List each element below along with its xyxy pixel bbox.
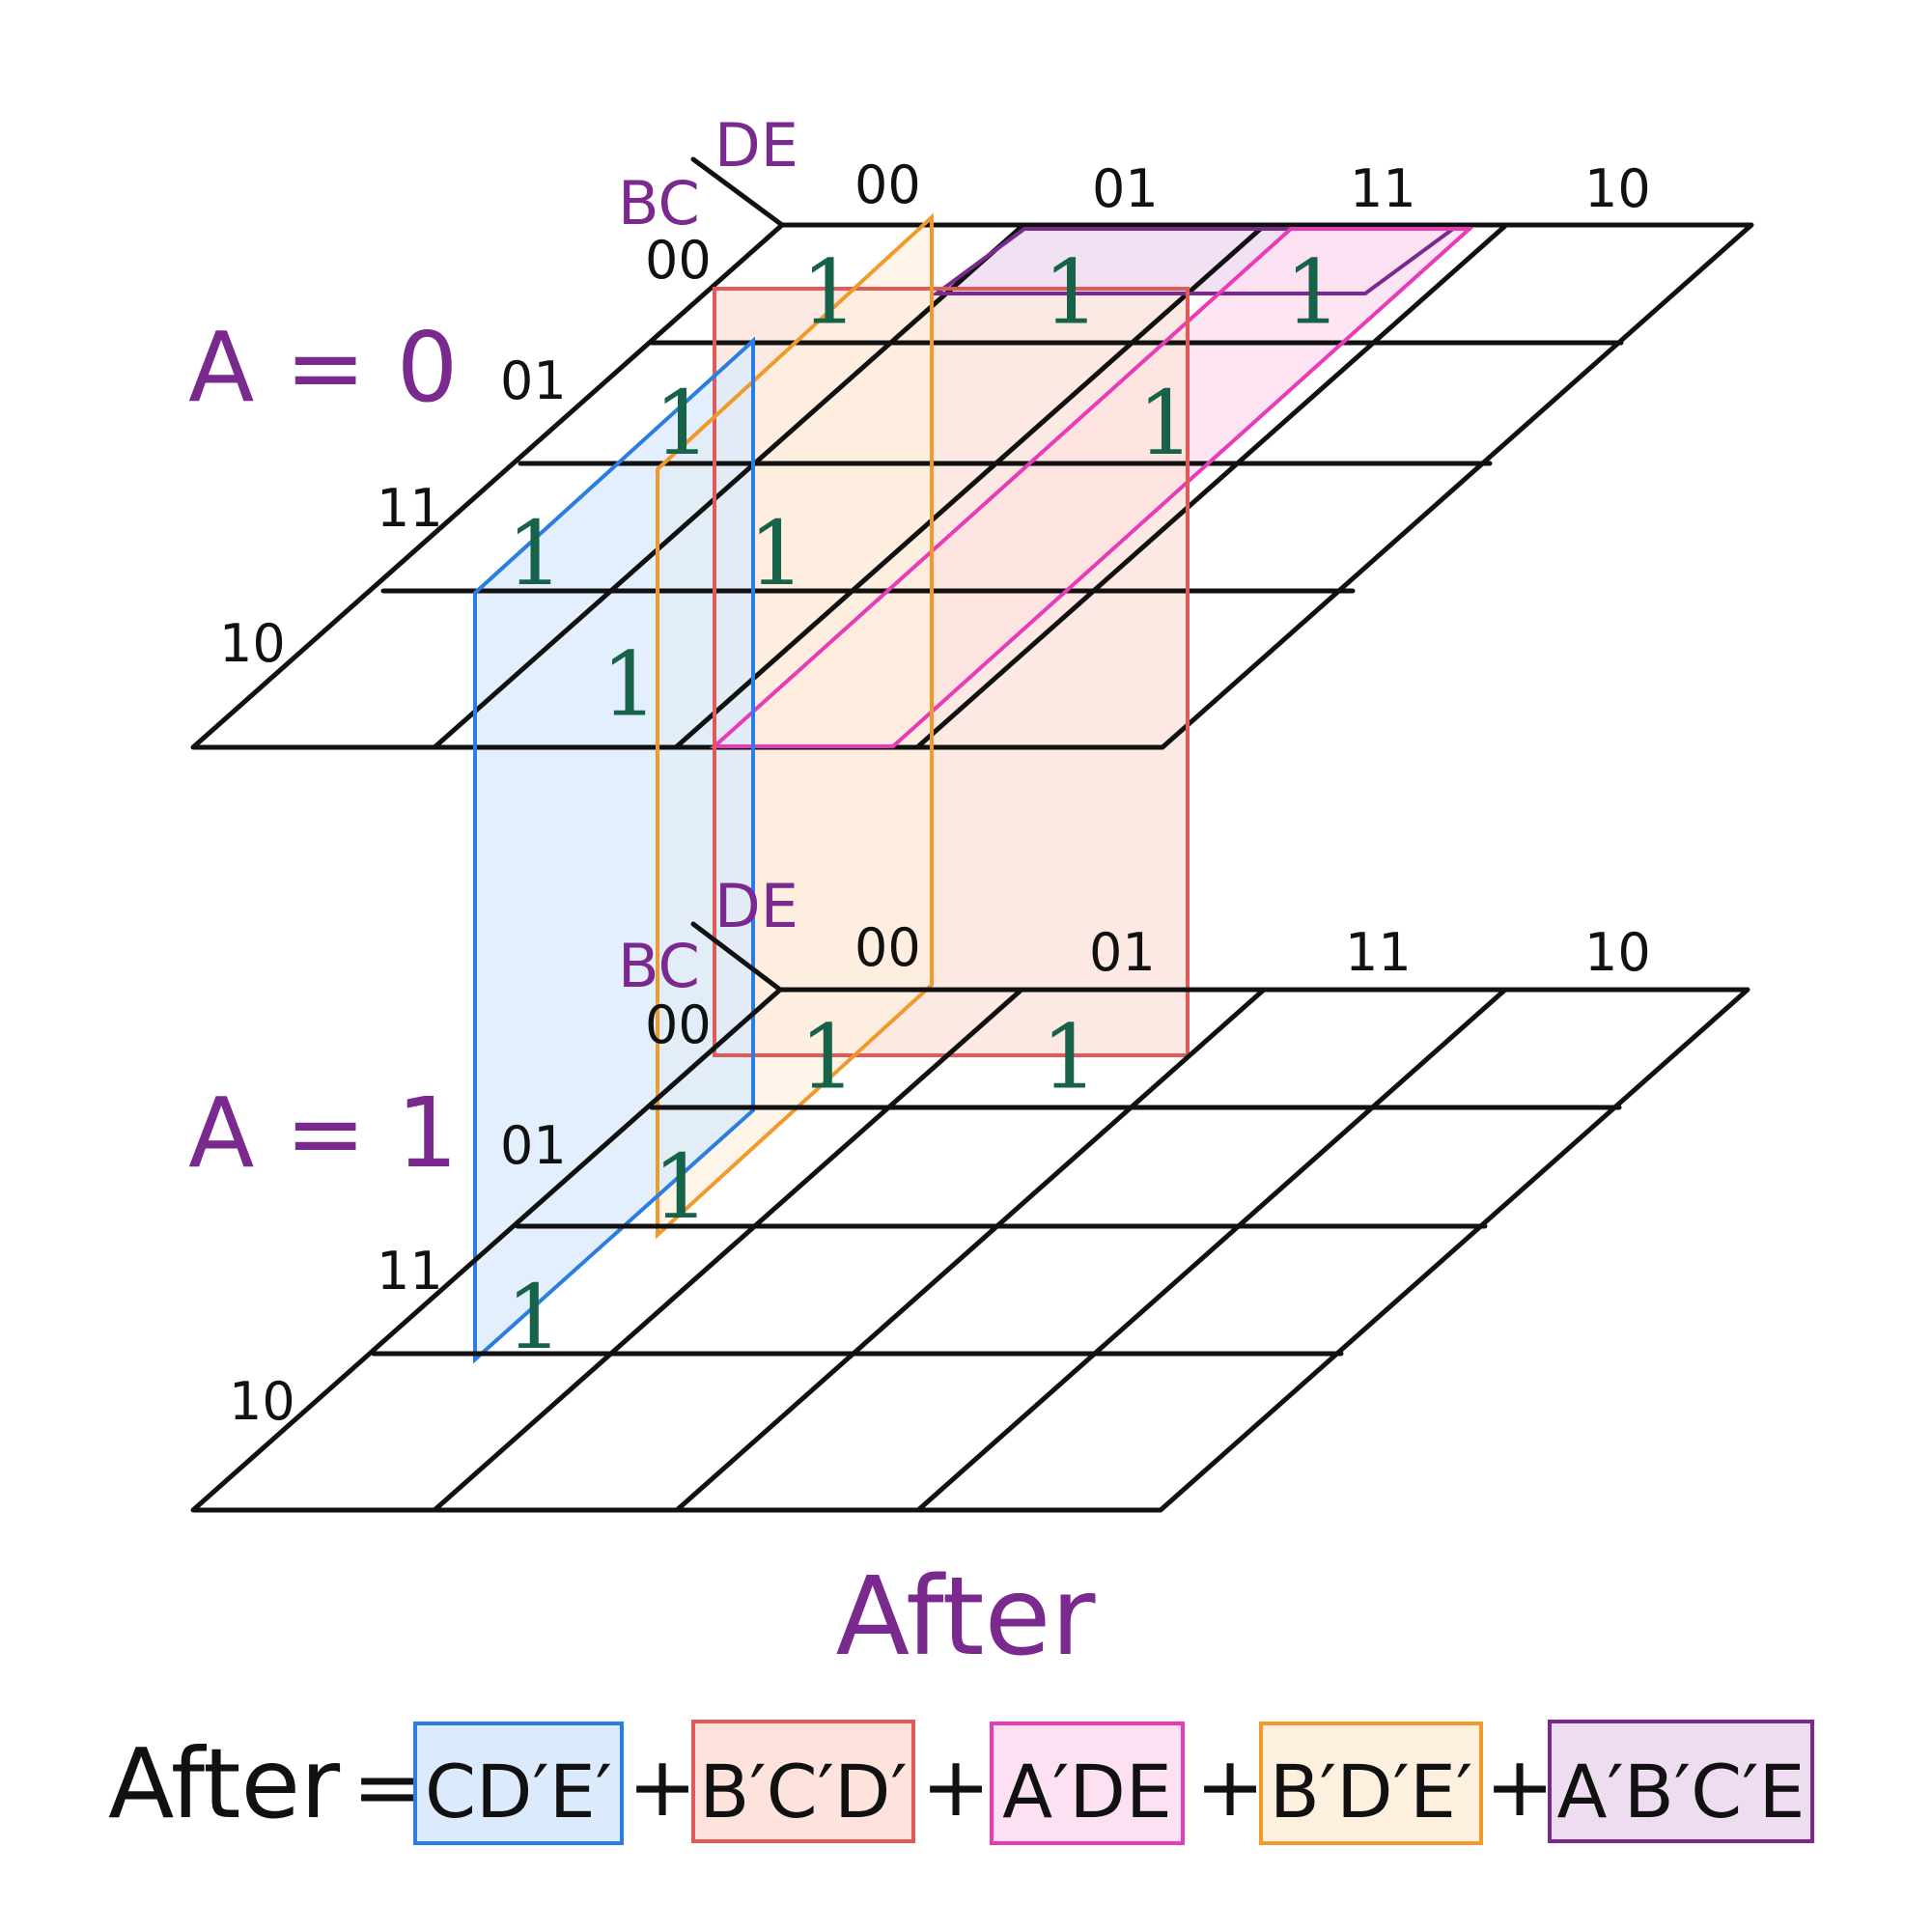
plus-3: + — [1195, 1739, 1265, 1835]
col-label-top-2: 11 — [1350, 158, 1416, 219]
grid-top — [190, 222, 1754, 750]
kmap-one-bottom-r0-c1: 1 — [1041, 1005, 1098, 1108]
corner-divider-top — [690, 156, 785, 228]
plus-2: + — [921, 1739, 991, 1835]
term-box-purple — [1548, 1720, 1814, 1843]
row-label-bottom-0: 00 — [645, 994, 712, 1055]
equation: After = CD′E′ + B′C′D′ + A′DE + B′D′E′ +… — [108, 1720, 1814, 1845]
group-blue-outline — [473, 336, 755, 1364]
row-label-top-3: 10 — [219, 613, 286, 674]
term-box-pink — [990, 1722, 1185, 1845]
term-box-orange — [1259, 1722, 1483, 1845]
group-pink-outline — [709, 227, 1475, 748]
kmap-one-top-r0-c1: 1 — [1043, 241, 1100, 345]
col-label-bottom-1: 01 — [1089, 922, 1156, 983]
equation-lhs: After — [108, 1727, 341, 1840]
col-label-top-1: 01 — [1092, 158, 1159, 219]
term-box-red — [691, 1720, 915, 1843]
kmap-one-top-r0-c2: 1 — [1285, 241, 1342, 345]
term-red: B′C′D′ — [699, 1749, 908, 1834]
row-var-label-bottom: BC — [618, 931, 700, 1001]
row-label-bottom-3: 10 — [229, 1371, 295, 1432]
row-label-bottom-2: 11 — [377, 1241, 443, 1302]
grid-outline-top — [190, 222, 1754, 750]
group-orange-outline — [656, 212, 934, 1240]
corner-divider-bottom — [690, 921, 783, 993]
term-orange: B′D′E′ — [1270, 1749, 1472, 1834]
kmap-one-top-r0-c0: 1 — [801, 241, 858, 345]
a-label-top: A = 0 — [188, 311, 458, 424]
term-purple: A′B′C′E — [1557, 1749, 1806, 1834]
kmap-one-bottom-r2-c0: 1 — [506, 1266, 563, 1369]
col-label-bottom-0: 00 — [854, 917, 921, 978]
plus-4: + — [1485, 1739, 1554, 1835]
kmap-one-top-r1-c2: 1 — [1137, 372, 1194, 475]
kmap-one-top-r2-c0: 1 — [507, 502, 564, 605]
a-label-bottom: A = 1 — [188, 1077, 458, 1190]
kmap-one-top-r3-c1: 1 — [602, 632, 658, 736]
row-label-bottom-1: 01 — [500, 1115, 567, 1176]
diagram-title: After — [836, 1554, 1097, 1680]
col-label-top-0: 00 — [854, 154, 921, 215]
grid-outline-bottom — [190, 987, 1750, 1513]
term-box-blue — [413, 1722, 624, 1845]
col-var-label-top: DE — [714, 110, 798, 181]
term-blue: CD′E′ — [425, 1749, 612, 1834]
row-var-label-top: BC — [618, 168, 700, 238]
kmap-one-bottom-r1-c0: 1 — [653, 1135, 710, 1239]
col-label-top-3: 10 — [1584, 158, 1651, 219]
equation-equals: = — [352, 1739, 422, 1835]
plus-1: + — [628, 1739, 697, 1835]
row-label-top-2: 11 — [377, 478, 443, 539]
kmap-one-top-r2-c1: 1 — [748, 502, 805, 605]
term-pink: A′DE — [1002, 1749, 1172, 1834]
col-label-bottom-3: 10 — [1584, 922, 1651, 983]
kmap-top: A = 0 BC DE 00 01 11 10 — [188, 110, 1754, 1364]
kmap-one-top-r1-c0: 1 — [654, 372, 711, 475]
row-label-top-0: 00 — [645, 230, 712, 291]
group-blue-fill — [475, 341, 753, 1359]
col-var-label-bottom: DE — [714, 871, 798, 941]
kmap-one-bottom-r0-c0: 1 — [799, 1005, 856, 1108]
col-label-bottom-2: 11 — [1345, 922, 1412, 983]
row-label-top-1: 01 — [500, 350, 567, 411]
grid-bottom — [190, 987, 1750, 1513]
